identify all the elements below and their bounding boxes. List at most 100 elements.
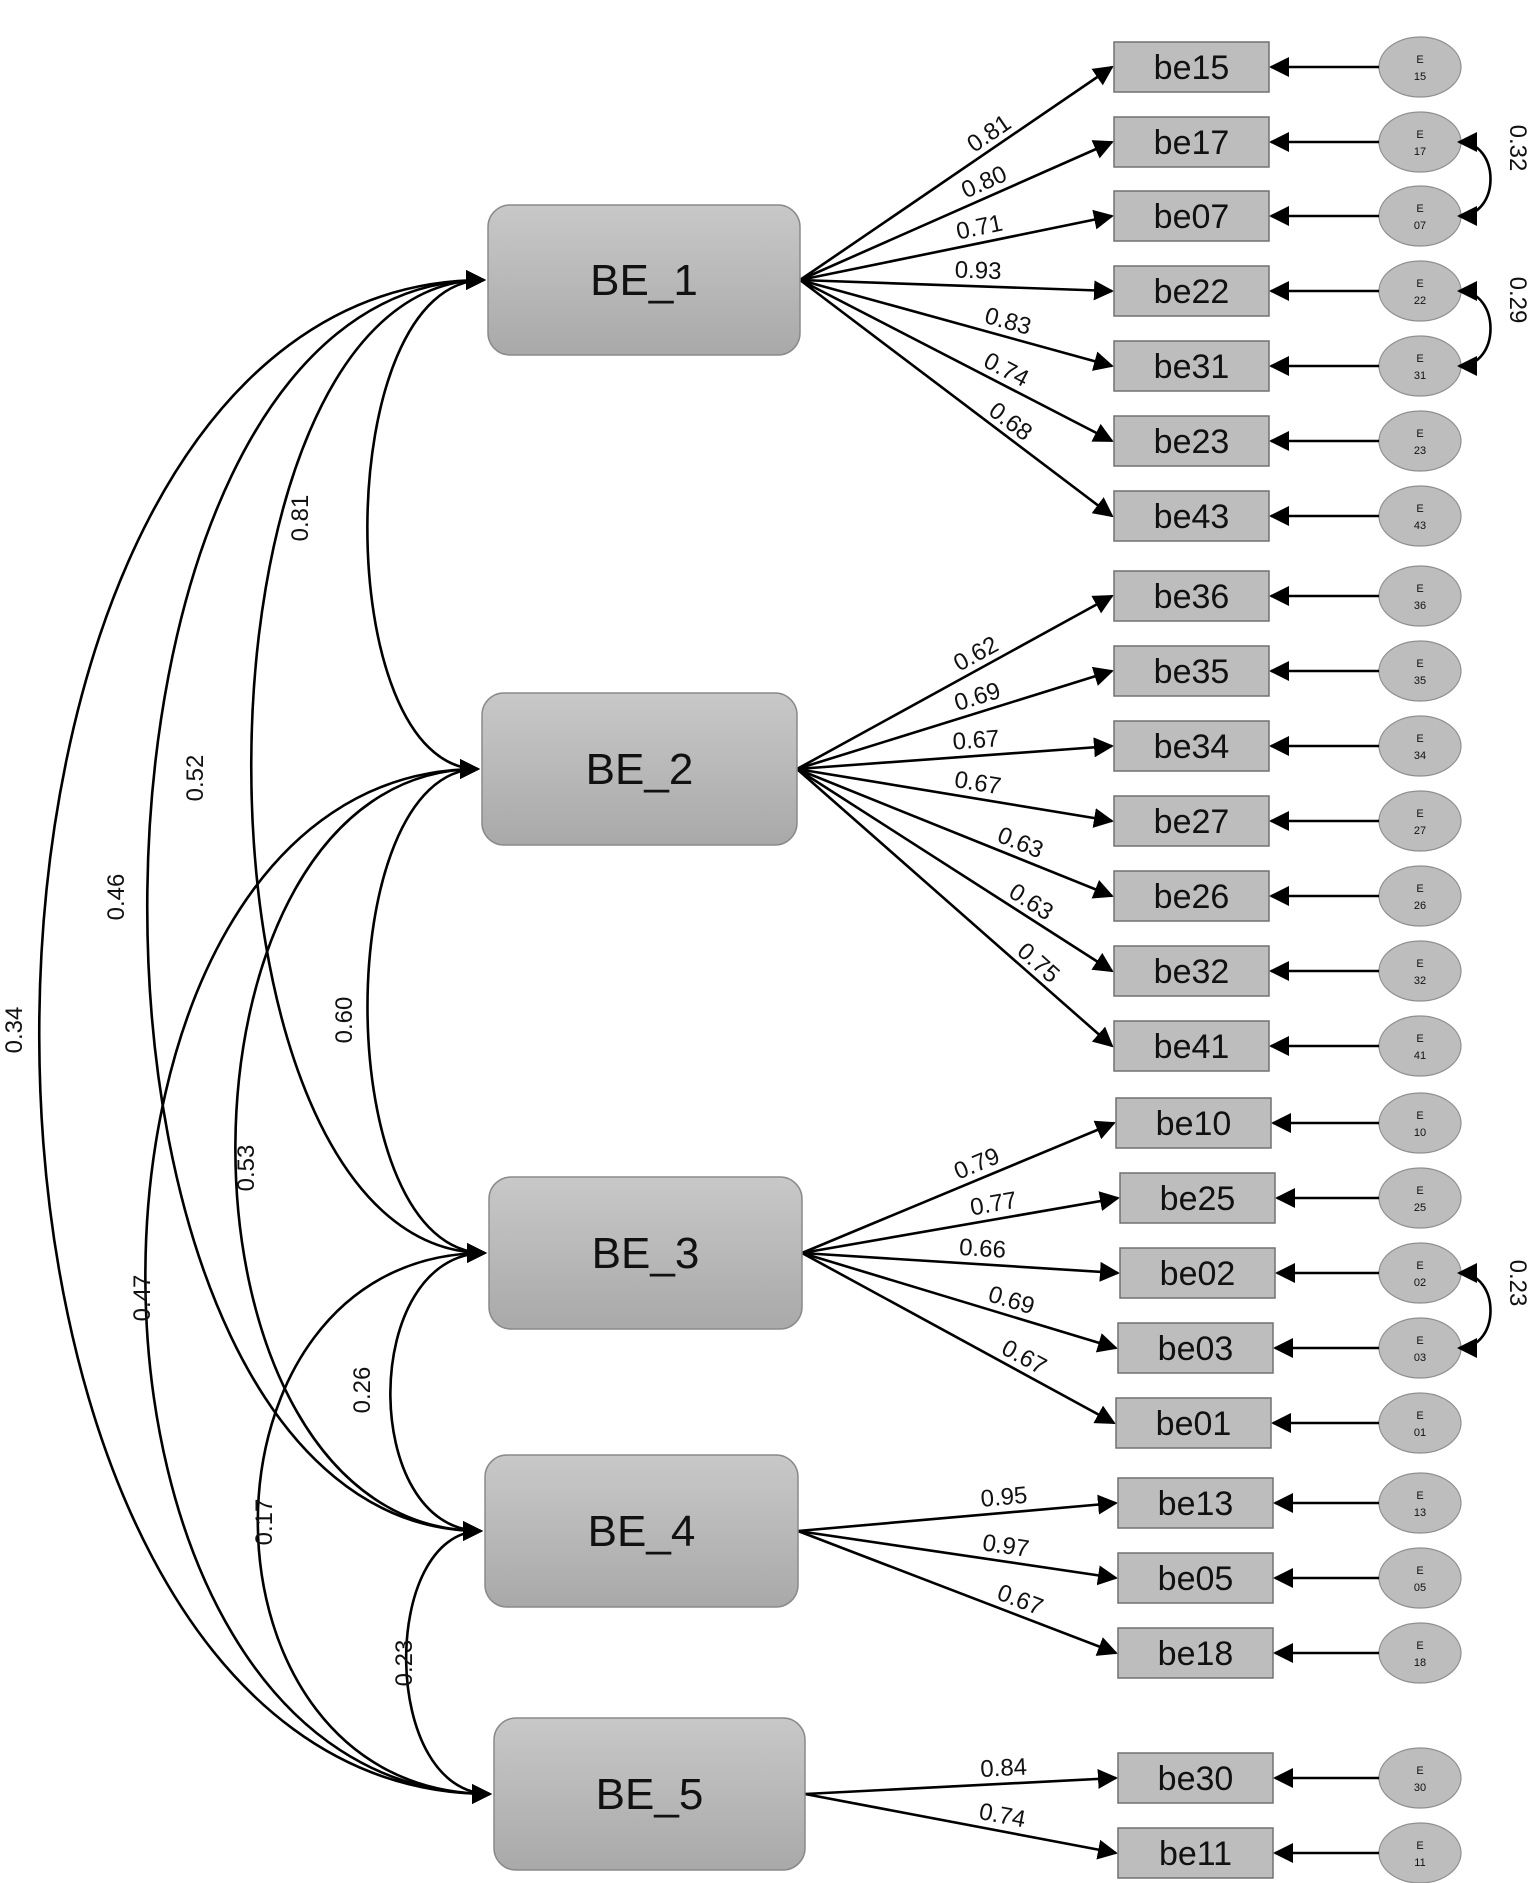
error-ellipse xyxy=(1378,1472,1462,1534)
error-term-36: E36 xyxy=(1269,565,1462,627)
error-covariance-arc xyxy=(1457,281,1492,376)
error-subscript: 18 xyxy=(1414,1657,1426,1669)
indicator-be01: be01 xyxy=(1115,1397,1272,1449)
error-subscript: 32 xyxy=(1414,975,1426,987)
indicator-label: be30 xyxy=(1158,1760,1234,1798)
factor-be-3: BE_3 xyxy=(488,1176,803,1330)
error-subscript: 01 xyxy=(1414,1427,1426,1439)
error-subscript: 27 xyxy=(1414,825,1426,837)
factor-label: BE_4 xyxy=(588,1507,696,1556)
correlation-arc-be1-be3 xyxy=(249,270,487,1263)
latent-factor-layer: BE_1BE_2BE_3BE_4BE_5 xyxy=(481,204,806,1871)
error-subscript: 11 xyxy=(1414,1857,1425,1869)
error-subscript: 35 xyxy=(1414,675,1426,687)
loading-value: 0.66 xyxy=(958,1234,1006,1264)
correlation-arc-be2-be5 xyxy=(144,759,492,1804)
indicator-be03: be03 xyxy=(1117,1322,1274,1374)
error-term-41: E41 xyxy=(1269,1015,1462,1077)
indicator-be02: be02 xyxy=(1119,1247,1276,1299)
loading-arrow xyxy=(799,65,1114,282)
error-label: E xyxy=(1416,1490,1423,1502)
error-label: E xyxy=(1416,1410,1423,1422)
error-label: E xyxy=(1416,54,1423,66)
error-label: E xyxy=(1416,733,1423,745)
indicator-box xyxy=(1115,1097,1272,1149)
error-label: E xyxy=(1416,503,1423,515)
correlation-value: 0.26 xyxy=(349,1367,376,1414)
indicator-label: be22 xyxy=(1154,273,1230,311)
error-subscript: 23 xyxy=(1414,445,1426,457)
indicator-box xyxy=(1115,1397,1272,1449)
error-term-18: E18 xyxy=(1273,1622,1462,1684)
loading-arrow xyxy=(796,666,1114,771)
error-covariance-value: 0.23 xyxy=(1504,1260,1531,1307)
indicator-be43: be43 xyxy=(1113,490,1270,542)
error-subscript: 41 xyxy=(1414,1050,1426,1062)
indicator-box xyxy=(1113,190,1270,242)
error-label: E xyxy=(1416,1335,1423,1347)
error-subscript: 13 xyxy=(1414,1507,1426,1519)
error-label: E xyxy=(1416,278,1423,290)
error-term-layer: E15E17E07E22E31E23E43E36E35E34E27E26E32E… xyxy=(1269,36,1531,1883)
error-term-27: E27 xyxy=(1269,790,1462,852)
indicator-layer: be15be17be07be22be31be23be43be36be35be34… xyxy=(1113,41,1276,1879)
error-subscript: 31 xyxy=(1414,370,1426,382)
loading-arrow xyxy=(799,278,1114,301)
error-term-15: E15 xyxy=(1269,36,1462,98)
indicator-be32: be32 xyxy=(1113,945,1270,997)
error-ellipse xyxy=(1378,1092,1462,1154)
error-label: E xyxy=(1416,1185,1423,1197)
loading-value: 0.69 xyxy=(985,1281,1038,1320)
factor-label: BE_2 xyxy=(586,745,694,794)
indicator-box xyxy=(1113,1020,1270,1072)
indicator-label: be34 xyxy=(1154,728,1230,766)
indicator-label: be01 xyxy=(1156,1405,1232,1443)
error-label: E xyxy=(1416,353,1423,365)
loading-arrow xyxy=(797,1494,1118,1533)
error-term-30: E30 xyxy=(1273,1747,1462,1809)
indicator-label: be03 xyxy=(1158,1330,1234,1368)
indicator-label: be17 xyxy=(1154,124,1230,162)
error-ellipse xyxy=(1378,565,1462,627)
error-term-22: E22 xyxy=(1269,260,1462,322)
error-label: E xyxy=(1416,583,1423,595)
indicator-be31: be31 xyxy=(1113,340,1270,392)
indicator-be41: be41 xyxy=(1113,1020,1270,1072)
correlation-value: 0.81 xyxy=(287,495,314,542)
factor-be-2: BE_2 xyxy=(481,692,798,846)
error-ellipse xyxy=(1378,410,1462,472)
indicator-be10: be10 xyxy=(1115,1097,1272,1149)
correlation-value: 0.47 xyxy=(129,1275,156,1322)
error-label: E xyxy=(1416,958,1423,970)
loading-arrow xyxy=(799,278,1114,518)
error-term-32: E 32 xyxy=(1269,940,1462,1002)
indicator-label: be43 xyxy=(1154,498,1230,536)
indicator-box xyxy=(1113,490,1270,542)
error-subscript: 25 xyxy=(1414,1202,1426,1214)
indicator-box xyxy=(1113,870,1270,922)
loading-arrow xyxy=(799,278,1114,371)
error-term-26: E26 xyxy=(1269,865,1462,927)
correlation-value: 0.34 xyxy=(1,1007,28,1054)
indicator-label: be15 xyxy=(1154,49,1230,87)
error-ellipse xyxy=(1378,111,1462,173)
indicator-box xyxy=(1113,945,1270,997)
error-term-11: E11 xyxy=(1273,1822,1462,1883)
error-label: E xyxy=(1416,1765,1423,1777)
loading-arrow xyxy=(796,767,1114,828)
indicator-label: be13 xyxy=(1158,1485,1234,1523)
loading-value: 0.69 xyxy=(951,677,1004,717)
error-subscript: 02 xyxy=(1414,1277,1426,1289)
indicator-label: be18 xyxy=(1158,1635,1234,1673)
correlation-value: 0.46 xyxy=(103,874,130,921)
loading-arrow-layer: 0.810.800.710.930.830.740.680.620.690.67… xyxy=(796,65,1120,1860)
indicator-be35: be35 xyxy=(1113,645,1270,697)
error-ellipse xyxy=(1378,1822,1462,1883)
correlation-value: 0.23 xyxy=(391,1640,418,1687)
correlation-arc-be4-be5 xyxy=(404,1521,492,1804)
error-label: E xyxy=(1416,1565,1423,1577)
error-term-25: E 25 xyxy=(1275,1167,1462,1229)
loading-value: 0.97 xyxy=(981,1529,1031,1563)
factor-be-1: BE_1 xyxy=(487,204,801,356)
